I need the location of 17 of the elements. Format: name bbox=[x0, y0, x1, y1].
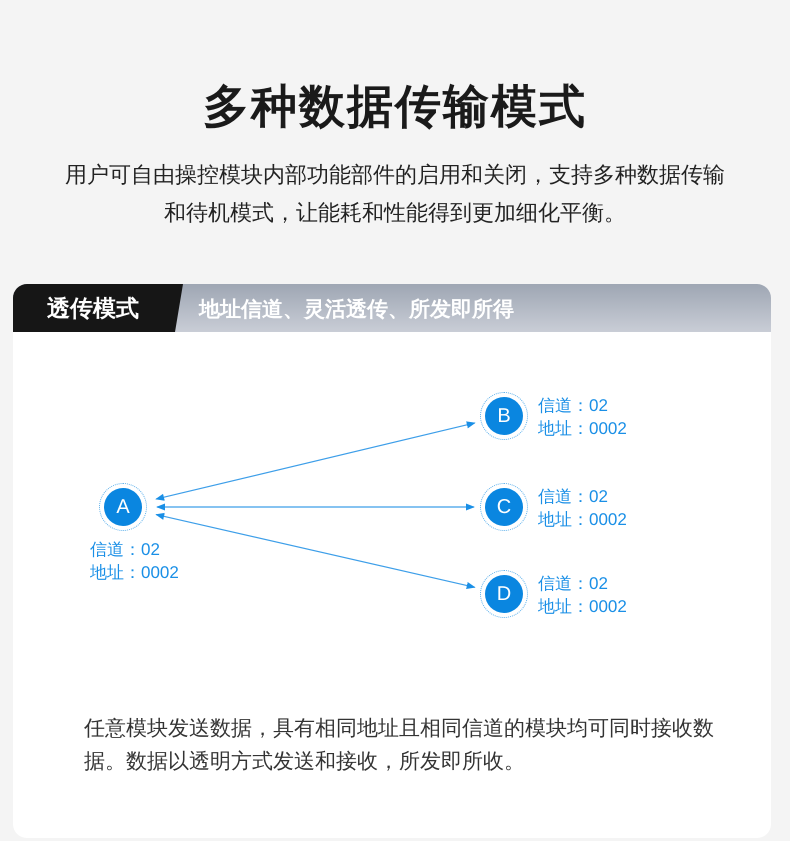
module-info: 信道：02 bbox=[538, 395, 609, 417]
module-info: 地址：0002 bbox=[538, 509, 627, 531]
header-subtitle: 地址信道、灵活透传、所发即所得 bbox=[199, 297, 514, 323]
arrow bbox=[156, 503, 475, 511]
description: 任意模块发送数据，具有相同地址且相同信道的模块均可同时接收数据。数据以透明方式发送和接收，所发即所收。 bbox=[84, 716, 715, 775]
module-info: 信道：02 bbox=[538, 573, 609, 595]
module-info: 地址：0002 bbox=[538, 596, 627, 618]
module-info: 信道：02 bbox=[538, 486, 609, 508]
module-info: 信道：02 bbox=[90, 539, 161, 561]
title: 多种数据传输模式 bbox=[202, 79, 588, 134]
module-info: 地址：0002 bbox=[90, 562, 179, 584]
arrow bbox=[155, 421, 476, 501]
arrow bbox=[155, 512, 476, 590]
header-tab: 透传模式 bbox=[13, 284, 183, 332]
module-info: 地址：0002 bbox=[538, 418, 627, 440]
mode-card bbox=[13, 284, 771, 838]
intro-paragraph: 用户可自由操控模块内部功能部件的启用和关闭，支持多种数据传输和待机模式，让能耗和性能得到更加细化平衡。 bbox=[64, 161, 726, 227]
